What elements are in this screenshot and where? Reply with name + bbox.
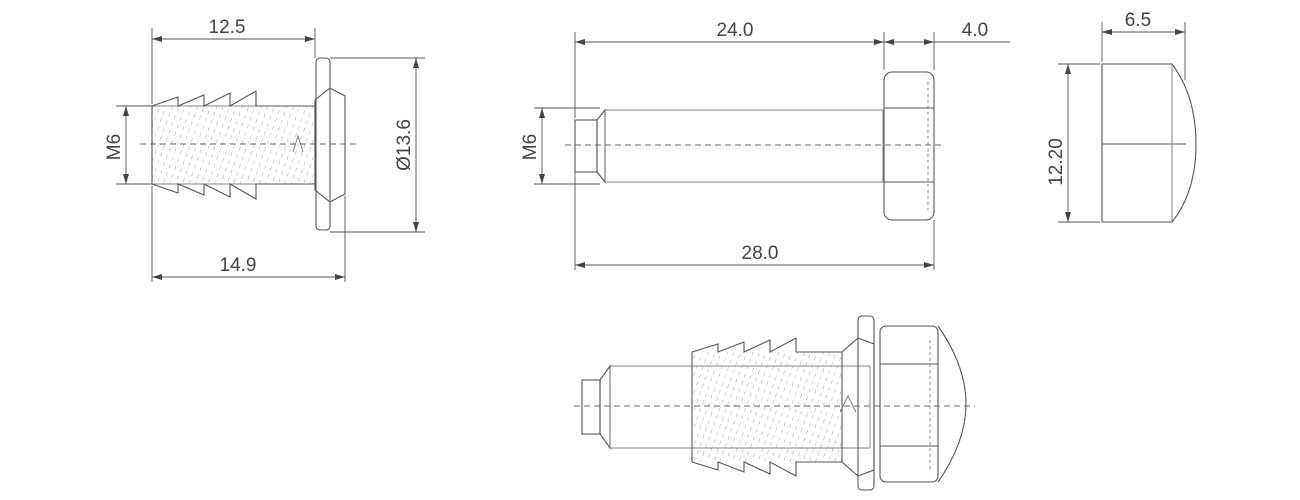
insert-body xyxy=(140,57,360,231)
cap-body xyxy=(1101,63,1197,223)
cap-view: 6.5 12.20 xyxy=(1046,10,1197,223)
cap-dim-height-label: 12.20 xyxy=(1046,138,1067,186)
cap-dim-width-label: 6.5 xyxy=(1125,10,1151,31)
insert-dim-diameter: Ø13.6 xyxy=(330,57,425,233)
cap-dim-width: 6.5 xyxy=(1101,10,1186,80)
insert-dim-top: 12.5 xyxy=(151,17,316,104)
insert-dim-top-label: 12.5 xyxy=(209,17,246,38)
bolt-dim-head-label: 4.0 xyxy=(962,20,988,41)
insert-view: 12.5 14.9 M6 Ø13.6 xyxy=(104,17,425,282)
bolt-dim-head: 4.0 xyxy=(884,20,1010,70)
bolt-dim-shank-label: 24.0 xyxy=(717,20,754,41)
bolt-dim-overall: 28.0 xyxy=(574,172,935,270)
bolt-dim-shank: 24.0 xyxy=(574,20,885,118)
bolt-dim-thread-label: M6 xyxy=(520,134,541,160)
insert-dim-thread-label: M6 xyxy=(104,134,125,160)
insert-dim-bottom-label: 14.9 xyxy=(220,255,257,276)
cap-dim-height: 12.20 xyxy=(1046,63,1100,223)
insert-dim-thread: M6 xyxy=(104,105,152,185)
bolt-dim-overall-label: 28.0 xyxy=(742,243,779,264)
insert-dim-diameter-label: Ø13.6 xyxy=(394,119,415,171)
bolt-view: 24.0 4.0 28.0 M6 xyxy=(520,20,1010,270)
bolt-dim-thread: M6 xyxy=(520,107,600,185)
bolt-body xyxy=(565,71,945,221)
insert-dim-bottom: 14.9 xyxy=(151,186,346,282)
assembly-view xyxy=(574,315,975,491)
